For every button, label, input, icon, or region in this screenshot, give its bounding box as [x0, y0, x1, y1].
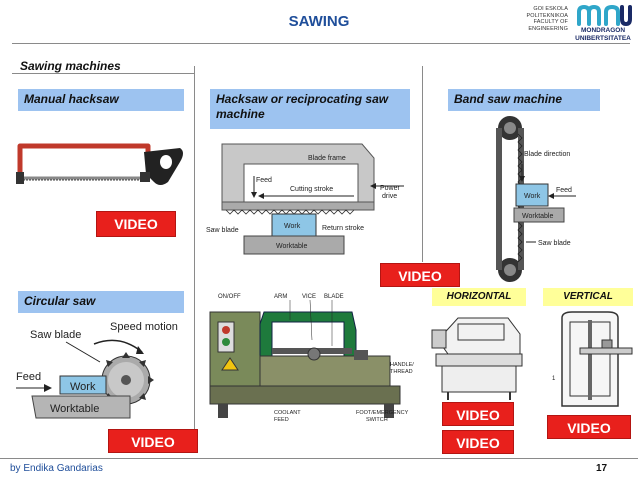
vertical-band-saw-image: 1	[552, 311, 633, 407]
label-vice: VICE	[302, 294, 316, 300]
column-divider	[422, 66, 423, 262]
label-feed: Feed	[556, 187, 572, 194]
column-divider	[194, 66, 195, 446]
label-cutting-stroke: Cutting stroke	[290, 186, 333, 193]
footer-divider	[0, 458, 638, 459]
faculty-label: GOI ESKOLA POLITEKNIKOA FACULTY OF ENGIN…	[512, 6, 568, 32]
manual-hacksaw-header: Manual hacksaw	[18, 89, 184, 111]
faculty-line: ENGINEERING	[528, 25, 568, 32]
label-on-off: ON/OFF	[218, 294, 241, 300]
label-saw-blade: Saw blade	[538, 240, 571, 247]
faculty-line: FACULTY OF	[533, 19, 568, 25]
label-arm: ARM	[274, 294, 287, 300]
label-feed: Feed	[256, 177, 272, 184]
label-power-drive: Power drive	[380, 185, 402, 200]
circular-saw-header: Circular saw	[18, 291, 184, 313]
vertical-header: VERTICAL	[543, 288, 633, 306]
hacksaw-diagram: Blade frame Feed Cutting stroke Power dr…	[206, 143, 404, 255]
section-subtitle: Sawing machines	[20, 59, 121, 73]
manual-hacksaw-image	[16, 143, 183, 185]
svg-text:1: 1	[552, 376, 556, 382]
label-feed: Feed	[16, 371, 41, 383]
hacksaw-machine-image: ON/OFF ARM VICE BLADE HANDLE/ THREAD COO…	[209, 294, 415, 423]
band-saw-header: Band saw machine	[448, 89, 600, 111]
manual-hacksaw-video-button[interactable]: VIDEO	[96, 211, 176, 237]
label-worktable: Worktable	[276, 243, 307, 250]
subtitle-divider	[12, 73, 194, 74]
label-worktable: Worktable	[50, 403, 99, 415]
band-saw-diagram: Blade direction Work Feed Worktable Saw …	[496, 116, 576, 282]
label-work: Work	[70, 381, 96, 393]
hacksaw-machine-header: Hacksaw or reciprocating saw machine	[210, 89, 410, 129]
label-blade-direction: Blade direction	[524, 151, 570, 158]
logo-line: MONDRAGON	[580, 27, 626, 34]
slide-title: SAWING	[288, 13, 350, 30]
label-worktable: Worktable	[522, 213, 553, 220]
label-blade: BLADE	[324, 294, 344, 300]
header-divider	[12, 43, 630, 44]
horizontal-band-saw-image	[431, 317, 523, 400]
circular-saw-diagram: Saw blade Speed motion Feed Work Worktab…	[16, 321, 178, 419]
label-foot-switch: FOOT/EMERGENCY SWITCH	[356, 410, 410, 423]
label-blade-frame: Blade frame	[308, 155, 346, 162]
page-number: 17	[596, 463, 608, 474]
label-coolant: COOLANT FEED	[274, 410, 302, 423]
vertical-band-saw-video-button[interactable]: VIDEO	[547, 415, 631, 439]
label-saw-blade: Saw blade	[206, 227, 239, 234]
faculty-line: POLITEKNIKOA	[526, 12, 568, 19]
faculty-line: GOI ESKOLA	[533, 6, 568, 12]
hacksaw-machine-video-button[interactable]: VIDEO	[380, 263, 460, 287]
logo-text: MONDRAGON UNIBERTSITATEA	[568, 27, 638, 43]
circular-saw-video-button[interactable]: VIDEO	[108, 429, 198, 453]
horizontal-header: HORIZONTAL	[432, 288, 526, 306]
horizontal-band-saw-video-button-1[interactable]: VIDEO	[442, 402, 514, 426]
label-work: Work	[524, 193, 541, 200]
mondragon-logo-icon	[577, 4, 632, 26]
label-handle: HANDLE/ THREAD	[390, 362, 415, 375]
horizontal-band-saw-video-button-2[interactable]: VIDEO	[442, 430, 514, 454]
label-return-stroke: Return stroke	[322, 225, 364, 232]
logo-line: UNIBERTSITATEA	[575, 35, 631, 42]
label-work: Work	[284, 223, 301, 230]
author-credit: by Endika Gandarias	[10, 463, 103, 474]
label-speed-motion: Speed motion	[110, 321, 178, 333]
label-saw-blade: Saw blade	[30, 329, 81, 341]
